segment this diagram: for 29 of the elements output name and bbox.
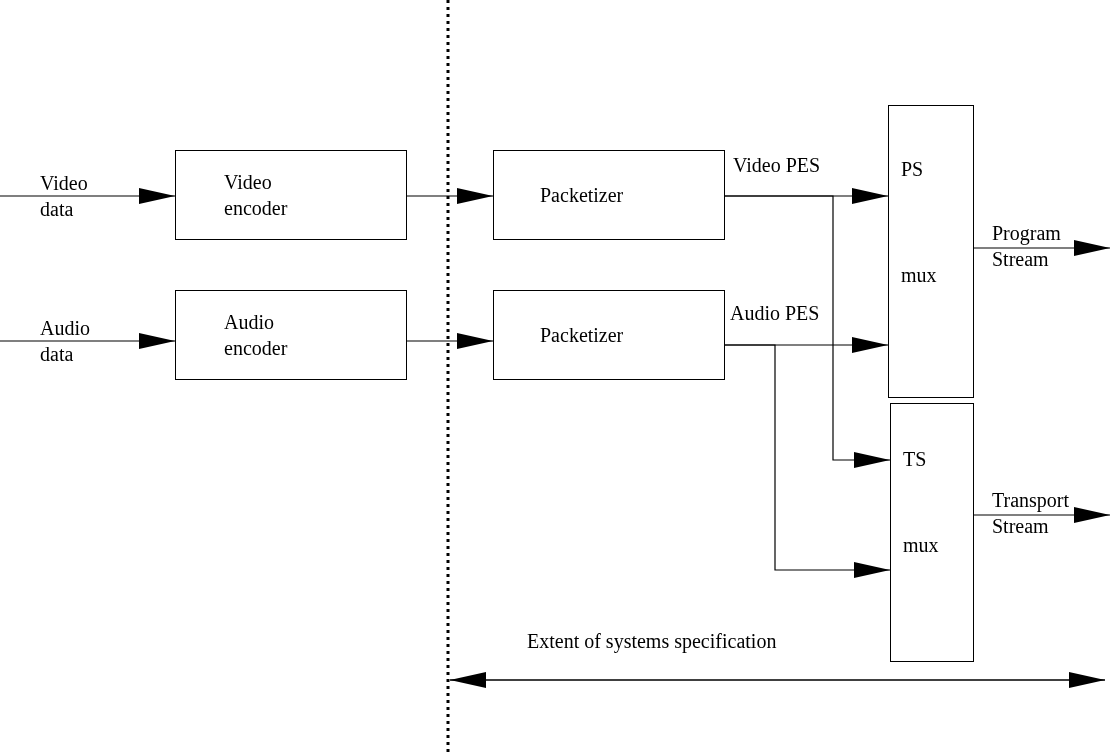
box-label: Packetizer (540, 183, 624, 208)
edge-label: Video PES (733, 153, 821, 178)
process-box (175, 150, 407, 240)
arrow (973, 507, 1110, 523)
arrow (406, 333, 494, 349)
box-label: mux (903, 533, 939, 558)
edge-label: Audio PES (730, 301, 820, 326)
box-label: Video encoder (224, 170, 289, 221)
edge-label: Audio data (40, 316, 91, 367)
arrow (973, 240, 1110, 256)
process-box (493, 290, 725, 380)
process-box (890, 403, 974, 662)
edge-label: Video data (40, 171, 89, 222)
edge-label: Program Stream (992, 221, 1062, 272)
process-box (175, 290, 407, 380)
process-box (493, 150, 725, 240)
box-label: mux (901, 263, 937, 288)
arrow (724, 195, 891, 468)
arrow (724, 344, 891, 578)
arrow (406, 188, 494, 204)
box-label: TS (903, 447, 927, 472)
edge-label: Transport Stream (992, 488, 1071, 539)
dimension-label: Extent of systems specification (527, 629, 777, 654)
arrow (0, 333, 176, 349)
box-label: Packetizer (540, 323, 624, 348)
box-label: Audio encoder (224, 310, 289, 361)
arrow (0, 188, 176, 204)
box-label: PS (901, 157, 924, 182)
process-box (888, 105, 974, 398)
